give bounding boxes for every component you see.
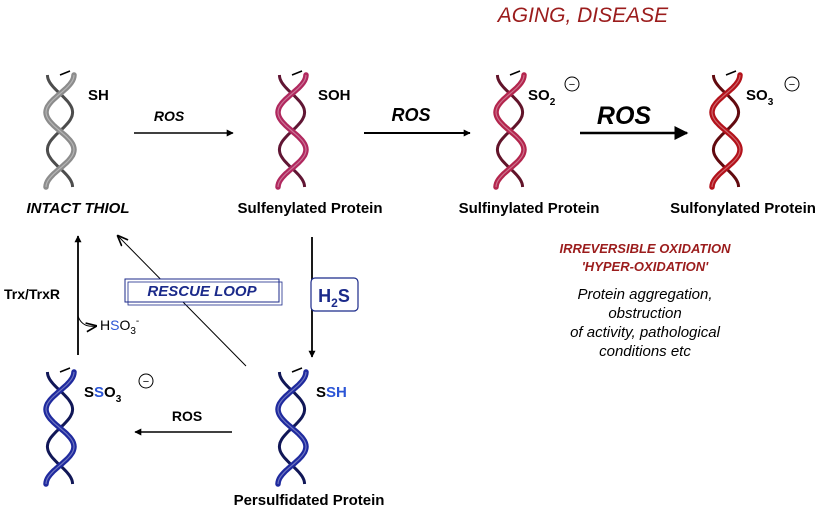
- sulfinylated-label: Sulfinylated Protein: [459, 200, 600, 217]
- intact-thiol-helix-icon: [43, 70, 77, 190]
- intact-thiol-label: INTACT THIOL: [26, 200, 129, 217]
- helix-front-strand: [275, 72, 309, 190]
- ros-back-label: ROS: [172, 408, 202, 424]
- persulfide-group-label: SSH: [316, 384, 347, 401]
- ros-label-2: ROS: [391, 105, 430, 125]
- svg-text:−: −: [143, 376, 149, 388]
- rescue-loop-box: [124, 278, 280, 303]
- charge-circle-icon: [784, 76, 800, 92]
- helix-stem: [725, 70, 737, 76]
- ros-label-1: ROS: [154, 108, 185, 124]
- sulfenylated-helix-icon: [275, 70, 309, 190]
- helix-highlight: [277, 74, 307, 188]
- helix-highlight: [45, 371, 75, 485]
- helix-front-strand: [43, 72, 77, 190]
- charge-circle-icon: [138, 373, 154, 389]
- helix-stem: [509, 70, 521, 76]
- svg-text:SSH: SSH: [316, 384, 347, 401]
- svg-text:SO3: SO3: [746, 87, 774, 108]
- consequence-line-2: obstruction: [608, 305, 681, 322]
- rescue-loop-label: RESCUE LOOP: [147, 283, 257, 300]
- intact-group-label: SH: [88, 87, 109, 104]
- sulfenylated-label: Sulfenylated Protein: [237, 200, 382, 217]
- helix-front-strand: [275, 369, 309, 487]
- hso3-label: HSO3-: [100, 316, 139, 337]
- sulfonylated-helix-icon: [709, 70, 743, 190]
- svg-text:SO2: SO2: [528, 87, 556, 108]
- helix-stem: [59, 367, 71, 373]
- sulfonyl-group-label: SO3 −: [746, 76, 800, 108]
- helix-stem: [59, 70, 71, 76]
- helix-front-strand: [493, 72, 527, 190]
- sulfinyl-group-label: SO2 −: [528, 76, 580, 108]
- trx-label: Trx/TrxR: [4, 286, 60, 302]
- helix-highlight: [711, 74, 741, 188]
- ros-label-3: ROS: [597, 102, 652, 130]
- helix-highlight: [45, 74, 75, 188]
- svg-text:−: −: [569, 79, 575, 91]
- helix-front-strand: [709, 72, 743, 190]
- helix-stem: [291, 367, 303, 373]
- hyper-oxidation-title: 'HYPER-OXIDATION': [582, 259, 709, 274]
- svg-text:−: −: [789, 79, 795, 91]
- thiosulfate-helix-icon: [43, 367, 77, 487]
- thiosulfate-group-label: SSO3 −: [84, 373, 154, 405]
- sulfinylated-helix-icon: [493, 70, 527, 190]
- helix-highlight: [277, 371, 307, 485]
- consequence-line-4: conditions etc: [599, 343, 691, 360]
- h2s-label: H2S: [318, 286, 350, 310]
- hso3-release-arrow: [77, 315, 96, 326]
- h2s-box: [310, 277, 359, 312]
- helix-stem: [291, 70, 303, 76]
- irreversible-title: IRREVERSIBLE OXIDATION: [560, 241, 732, 256]
- sulfenyl-group-label: SOH: [318, 87, 351, 104]
- persulfidated-label: Persulfidated Protein: [234, 492, 385, 509]
- helix-highlight: [495, 74, 525, 188]
- consequence-line-1: Protein aggregation,: [577, 286, 712, 303]
- persulfidated-helix-icon: [275, 367, 309, 487]
- aging-disease-label: AGING, DISEASE: [496, 4, 669, 27]
- rescue-loop-shadow: [127, 281, 283, 306]
- svg-text:SSO3: SSO3: [84, 384, 122, 405]
- charge-circle-icon: [564, 76, 580, 92]
- consequence-line-3: of activity, pathological: [570, 324, 720, 341]
- helix-front-strand: [43, 369, 77, 487]
- sulfonylated-label: Sulfonylated Protein: [670, 200, 816, 217]
